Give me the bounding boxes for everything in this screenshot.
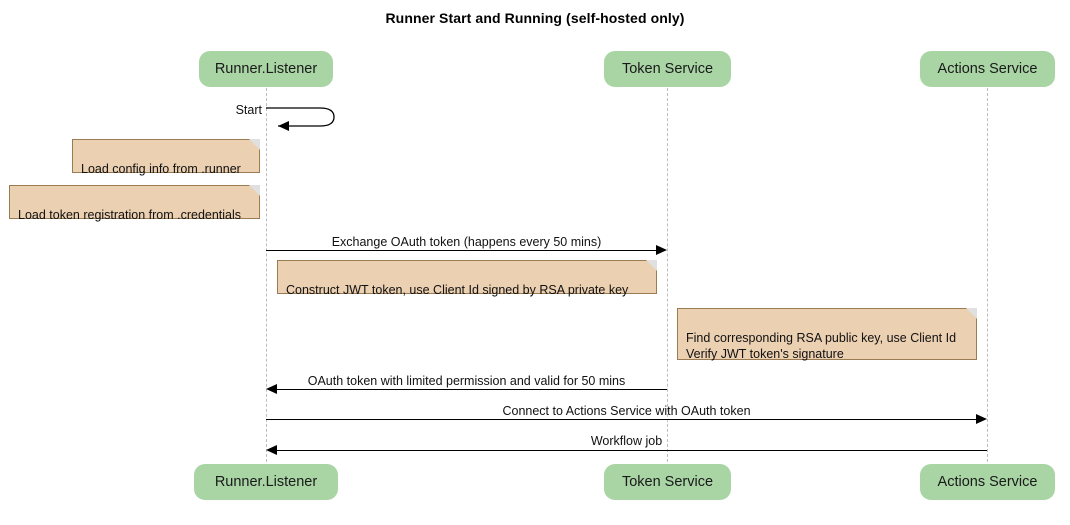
note-load-config: Load config info from .runner <box>72 139 260 176</box>
message-label-connect-actions-service: Connect to Actions Service with OAuth to… <box>502 404 751 418</box>
message-label-oauth-token-limited: OAuth token with limited permission and … <box>307 374 626 388</box>
message-line-oauth-token-limited <box>277 389 667 390</box>
note-fold-icon <box>966 308 977 319</box>
page-title: Runner Start and Running (self-hosted on… <box>385 10 685 26</box>
note-fold-icon <box>249 139 260 150</box>
message-line-workflow-job <box>277 450 987 451</box>
arrowhead-left-icon <box>266 384 277 394</box>
lifeline-actions <box>987 88 988 462</box>
message-label-exchange-oauth-token: Exchange OAuth token (happens every 50 m… <box>331 235 602 249</box>
arrowhead-right-icon <box>976 414 987 424</box>
participant-runner-top[interactable]: Runner.Listener <box>199 51 333 87</box>
arrowhead-right-icon <box>656 245 667 255</box>
note-fold-icon <box>249 185 260 196</box>
participant-label: Runner.Listener <box>214 61 318 77</box>
arrowhead-left-icon <box>266 445 277 455</box>
participant-label: Actions Service <box>937 474 1038 490</box>
participant-token-bottom[interactable]: Token Service <box>604 464 731 500</box>
message-label-start: Start <box>235 103 262 117</box>
note-fold-icon <box>646 260 657 271</box>
participant-token-top[interactable]: Token Service <box>604 51 731 87</box>
participant-label: Runner.Listener <box>214 474 318 490</box>
self-message-start <box>266 107 335 131</box>
note-construct-jwt-token: Construct JWT token, use Client Id signe… <box>277 260 657 297</box>
note-text: Construct JWT token, use Client Id signe… <box>286 283 629 297</box>
note-verify-jwt-signature: Find corresponding RSA public key, use C… <box>677 308 977 361</box>
message-line-exchange-oauth-token <box>266 250 656 251</box>
note-text: Find corresponding RSA public key, use C… <box>686 331 957 361</box>
participant-actions-bottom[interactable]: Actions Service <box>920 464 1055 500</box>
lifeline-runner <box>266 88 267 462</box>
note-load-token-registration: Load token registration from .credential… <box>9 185 260 222</box>
message-label-workflow-job: Workflow job <box>590 434 663 448</box>
participant-label: Token Service <box>621 474 714 490</box>
participant-actions-top[interactable]: Actions Service <box>920 51 1055 87</box>
message-line-connect-actions-service <box>266 419 976 420</box>
participant-label: Token Service <box>621 61 714 77</box>
note-text: Load config info from .runner <box>81 162 241 176</box>
note-text: Load token registration from .credential… <box>18 208 242 222</box>
participant-runner-bottom[interactable]: Runner.Listener <box>194 464 338 500</box>
participant-label: Actions Service <box>937 61 1038 77</box>
lifeline-token <box>667 88 668 462</box>
